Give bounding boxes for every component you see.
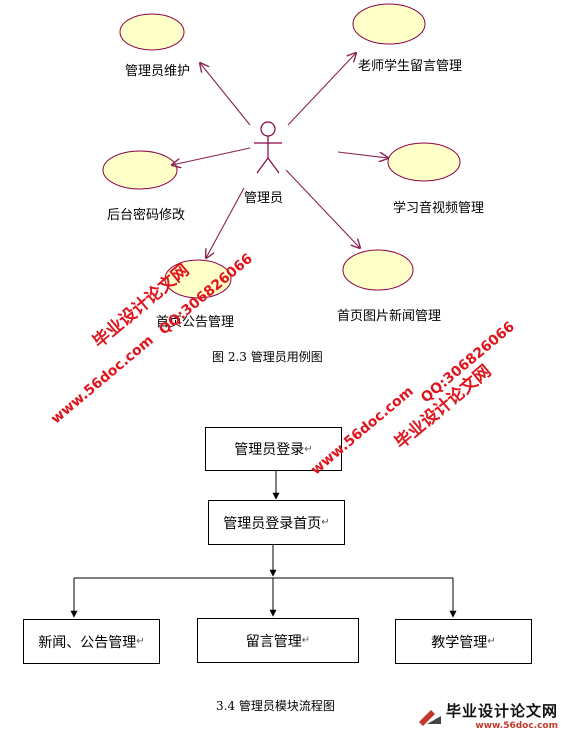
association-arrow xyxy=(200,63,251,126)
use-case-caption: 图 2.3 管理员用例图 xyxy=(212,350,323,364)
association-arrow xyxy=(285,169,360,248)
use-case-ellipse xyxy=(352,3,426,45)
association-arrow xyxy=(337,151,388,158)
use-case-label: 老师学生留言管理 xyxy=(358,59,463,74)
flow-node-label: 新闻、公告管理 xyxy=(38,634,137,651)
use-case-ellipse xyxy=(119,13,185,51)
flow-node-message: 留言管理↵ xyxy=(197,618,359,663)
flow-node-admin-login: 管理员登录↵ xyxy=(205,427,342,471)
association-arrow xyxy=(287,53,356,126)
flow-caption: 3.4 管理员模块流程图 xyxy=(216,699,335,713)
flow-node-news-notice: 新闻、公告管理↵ xyxy=(23,619,160,664)
actor-stick-figure xyxy=(254,121,282,174)
association-arrow xyxy=(172,147,251,165)
use-case-ellipse xyxy=(164,259,232,299)
footer-logo: 毕业设计论文网 www.56doc.com xyxy=(417,700,558,731)
flow-node-admin-home: 管理员登录首页↵ xyxy=(208,500,345,545)
use-case-diagram xyxy=(102,3,461,299)
return-mark: ↵ xyxy=(136,636,145,647)
flow-node-label: 留言管理 xyxy=(245,633,302,650)
flow-node-teaching: 教学管理↵ xyxy=(395,619,532,664)
use-case-label: 学习音视频管理 xyxy=(393,201,485,216)
use-case-ellipse xyxy=(102,150,178,190)
return-mark: ↵ xyxy=(321,517,330,528)
use-case-label: 管理员维护 xyxy=(125,64,191,79)
return-mark: ↵ xyxy=(487,636,496,647)
flow-node-label: 教学管理 xyxy=(431,634,488,651)
return-mark: ↵ xyxy=(301,635,311,646)
use-case-label: 后台密码修改 xyxy=(107,208,186,223)
pencil-book-icon xyxy=(418,709,441,726)
flow-node-label: 管理员登录 xyxy=(234,442,305,458)
footer-logo-url: www.56doc.com xyxy=(475,721,558,731)
footer-logo-text: 毕业设计论文网 xyxy=(445,702,558,720)
flow-node-label: 管理员登录首页 xyxy=(223,515,322,532)
association-arrow xyxy=(206,187,245,258)
use-case-ellipse xyxy=(342,249,414,291)
return-mark: ↵ xyxy=(304,443,313,455)
use-case-label: 首页公告管理 xyxy=(156,315,235,330)
actor-label: 管理员 xyxy=(244,191,284,206)
use-case-label: 首页图片新闻管理 xyxy=(337,309,442,324)
